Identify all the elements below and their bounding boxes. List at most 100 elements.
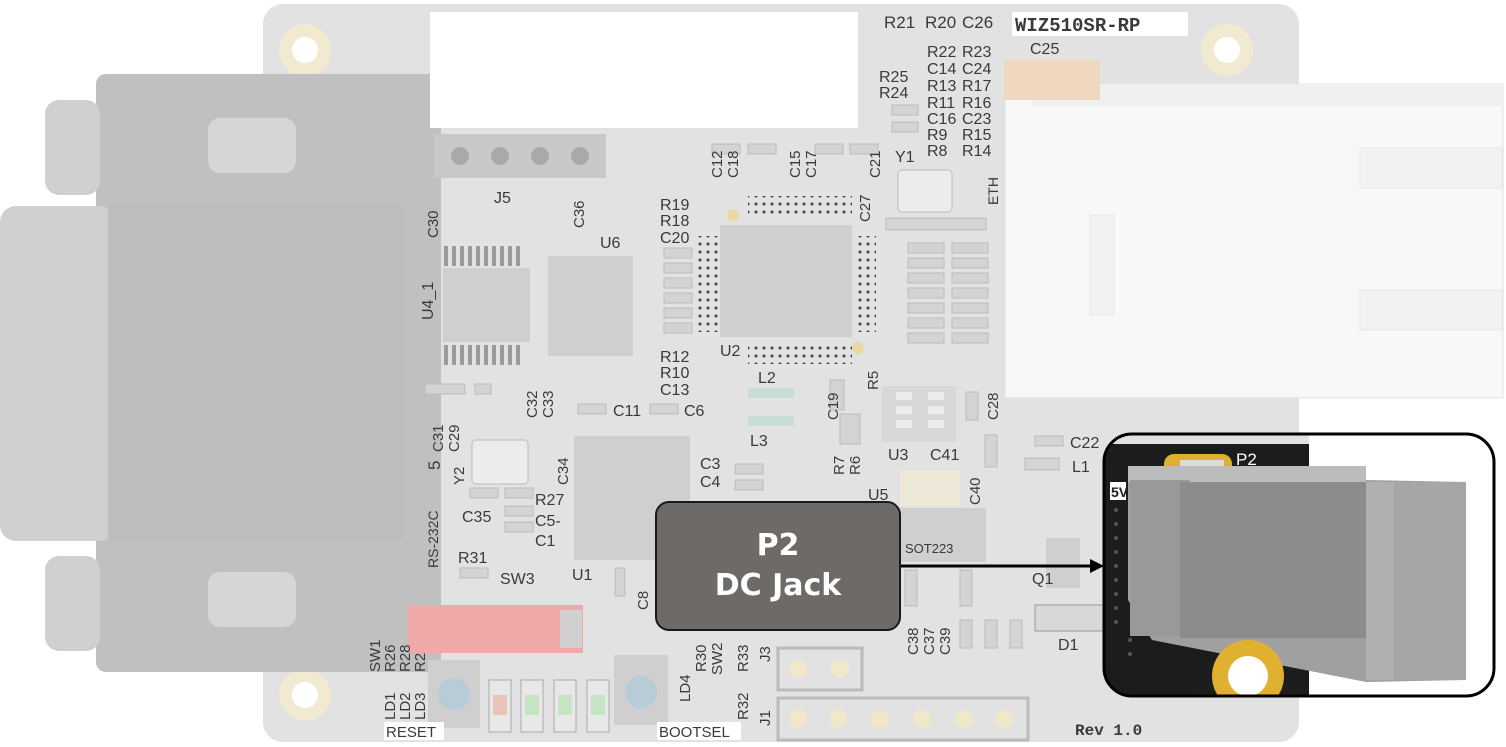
svg-text:R5: R5 (865, 371, 882, 390)
svg-text:C37: C37 (921, 627, 938, 655)
diode-d1 (1035, 605, 1105, 631)
button-bootsel (614, 655, 668, 725)
svg-text:U4_1: U4_1 (420, 282, 437, 320)
svg-text:U1: U1 (572, 567, 593, 584)
svg-text:R16: R16 (962, 95, 991, 112)
chip-u3 (882, 386, 956, 442)
svg-text:C33: C33 (540, 390, 557, 418)
svg-text:R7: R7 (831, 456, 848, 475)
svg-text:C23: C23 (962, 111, 991, 128)
svg-text:R27: R27 (535, 492, 564, 509)
svg-text:WIZ510SR-RP: WIZ510SR-RP (1015, 15, 1140, 37)
svg-text:SOT223: SOT223 (905, 541, 953, 556)
svg-text:C29: C29 (446, 424, 463, 452)
svg-text:RESET: RESET (386, 724, 436, 741)
svg-text:R9: R9 (927, 127, 948, 144)
svg-text:C30: C30 (425, 210, 442, 238)
svg-text:Y1: Y1 (895, 149, 915, 166)
callout-title: P2 (757, 526, 800, 566)
svg-text:C21: C21 (867, 150, 884, 178)
svg-text:RS-232C: RS-232C (425, 510, 441, 568)
svg-text:L2: L2 (758, 370, 776, 387)
svg-text:C19: C19 (825, 392, 842, 420)
svg-text:D1: D1 (1058, 637, 1079, 654)
svg-text:J5: J5 (494, 190, 511, 207)
svg-text:C32: C32 (524, 390, 541, 418)
svg-text:C5-: C5- (535, 513, 561, 530)
svg-text:C40: C40 (967, 477, 984, 505)
svg-text:5: 5 (425, 461, 444, 470)
svg-text:C34: C34 (555, 457, 572, 485)
svg-text:R22: R22 (927, 44, 956, 61)
svg-text:C41: C41 (930, 447, 959, 464)
svg-text:C6: C6 (684, 403, 705, 420)
svg-text:R8: R8 (927, 143, 948, 160)
svg-text:LD4: LD4 (677, 674, 694, 702)
svg-text:C20: C20 (660, 230, 689, 247)
svg-text:C22: C22 (1070, 435, 1099, 452)
svg-text:C8: C8 (635, 591, 652, 610)
svg-text:C27: C27 (857, 194, 874, 222)
highlight-region: 5V P2 (1104, 434, 1499, 712)
ethernet-connector (1005, 84, 1503, 398)
rs232-connector (0, 74, 441, 672)
svg-text:C1: C1 (535, 533, 556, 550)
crystal-y1 (898, 170, 952, 212)
crystal-y2 (472, 440, 528, 484)
svg-text:ETH: ETH (985, 177, 1001, 205)
svg-text:C25: C25 (1030, 41, 1059, 58)
svg-text:C39: C39 (937, 627, 954, 655)
svg-text:R31: R31 (458, 550, 487, 567)
svg-text:C13: C13 (660, 382, 689, 399)
callout-subtitle: DC Jack (715, 566, 842, 606)
callout-box: P2 DC Jack (655, 501, 901, 631)
svg-text:R24: R24 (879, 85, 908, 102)
button-reset (428, 660, 480, 728)
svg-text:J1: J1 (757, 710, 774, 726)
label-area (430, 12, 858, 128)
svg-text:C24: C24 (962, 61, 991, 78)
svg-text:U2: U2 (720, 343, 741, 360)
svg-text:L3: L3 (750, 433, 768, 450)
svg-text:LD3: LD3 (412, 692, 429, 720)
svg-text:C28: C28 (985, 392, 1002, 420)
svg-text:SW3: SW3 (500, 571, 535, 588)
svg-text:Rev 1.0: Rev 1.0 (1075, 722, 1142, 740)
svg-text:R33: R33 (735, 644, 752, 672)
svg-text:C3: C3 (700, 456, 721, 473)
svg-text:R20: R20 (925, 13, 956, 32)
svg-text:R13: R13 (927, 78, 956, 95)
svg-text:C16: C16 (927, 111, 956, 128)
svg-text:C35: C35 (462, 509, 491, 526)
svg-text:BOOTSEL: BOOTSEL (659, 724, 730, 741)
svg-text:R32: R32 (735, 692, 752, 720)
svg-text:Q1: Q1 (1032, 571, 1053, 588)
svg-text:C14: C14 (927, 61, 956, 78)
svg-text:C4: C4 (700, 474, 721, 491)
svg-text:C12: C12 (709, 150, 726, 178)
svg-text:C31: C31 (430, 424, 447, 452)
svg-text:R25: R25 (879, 69, 908, 86)
svg-text:C26: C26 (962, 13, 993, 32)
svg-text:U3: U3 (888, 447, 909, 464)
svg-text:L1: L1 (1072, 459, 1090, 476)
svg-text:J3: J3 (757, 646, 774, 662)
switch-sw3 (408, 605, 583, 653)
svg-text:R19: R19 (660, 197, 689, 214)
svg-text:R2: R2 (412, 653, 429, 672)
svg-text:C15: C15 (787, 150, 804, 178)
svg-text:R18: R18 (660, 213, 689, 230)
svg-text:R14: R14 (962, 143, 991, 160)
svg-text:R15: R15 (962, 127, 991, 144)
svg-text:U6: U6 (600, 235, 621, 252)
svg-text:R21: R21 (884, 13, 915, 32)
svg-text:5V: 5V (1111, 484, 1129, 500)
svg-text:R12: R12 (660, 349, 689, 366)
capacitor-c25 (1004, 60, 1100, 100)
svg-text:R10: R10 (660, 365, 689, 382)
svg-text:R17: R17 (962, 78, 991, 95)
svg-text:C18: C18 (725, 150, 742, 178)
svg-text:C38: C38 (905, 627, 922, 655)
svg-text:C36: C36 (571, 200, 588, 228)
